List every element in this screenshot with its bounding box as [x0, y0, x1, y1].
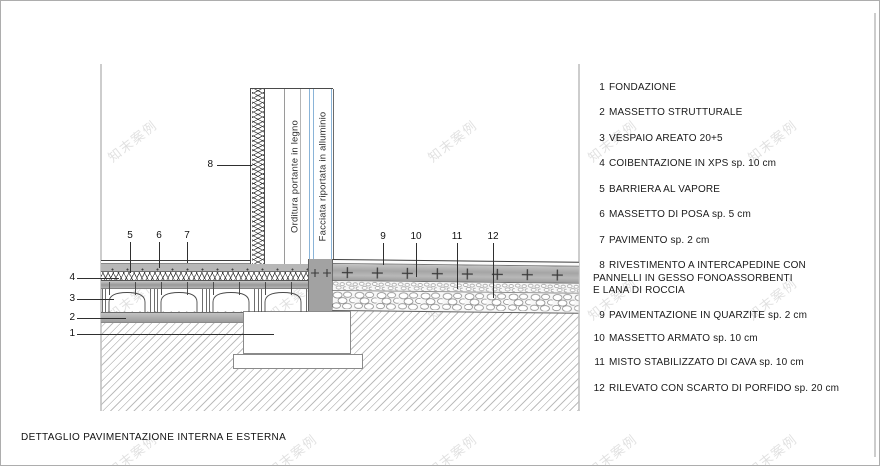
legend-item: 6 MASSETTO DI POSA sp. 5 cm	[591, 209, 873, 221]
callout-2-label: 2	[69, 312, 75, 323]
legend-item-label-continued: PANNELLI IN GESSO FONOASSORBENTI	[593, 273, 793, 284]
callout-8-label: 8	[207, 159, 213, 170]
layer-massetto-di-posa	[101, 264, 308, 272]
wall-facade-label: Facciata riportata in alluminio	[317, 111, 329, 242]
legend-item: 3 VESPAIO AREATO 20+5	[591, 133, 873, 145]
legend-item-number: 6	[599, 209, 605, 220]
callout-1-line	[77, 334, 274, 335]
legend-item-label: VESPAIO AREATO 20+5	[609, 133, 723, 144]
legend-item-number: 9	[599, 310, 605, 321]
callout-10-label: 10	[410, 231, 422, 242]
legend-item-number: 7	[599, 235, 605, 246]
legend-item-label: RILEVATO CON SCARTO DI PORFIDO sp. 20 cm	[609, 383, 840, 394]
legend-item-label: PAVIMENTAZIONE IN QUARZITE sp. 2 cm	[609, 310, 808, 321]
callout-3-line	[77, 299, 114, 300]
legend-item-label: MISTO STABILIZZATO DI CAVA sp. 10 cm	[609, 357, 804, 368]
watermark: 知末案例	[585, 431, 641, 466]
legend-item: 8 RIVESTIMENTO A INTERCAPEDINE CON	[591, 260, 873, 272]
legend-item: 2 MASSETTO STRUTTURALE	[591, 107, 873, 119]
legend-item-number: 3	[599, 133, 605, 144]
wall-exterior-edge-line	[333, 89, 335, 264]
facade-line-inner-1	[309, 89, 311, 264]
wall-framing-label: Orditura portante in legno	[289, 120, 301, 233]
callout-1-label: 1	[69, 328, 75, 339]
legend-item: 4 COIBENTAZIONE IN XPS sp. 10 cm	[591, 158, 873, 170]
layer-xps-insulation	[101, 272, 308, 281]
legend-item: 1 FONDAZIONE	[591, 82, 873, 94]
legend-item: 9 PAVIMENTAZIONE IN QUARZITE sp. 2 cm	[591, 310, 873, 322]
callout-11-line	[457, 243, 458, 289]
foundation-block	[243, 311, 351, 354]
legend-item-label: PAVIMENTO sp. 2 cm	[609, 235, 710, 246]
callout-6-line	[159, 242, 160, 268]
wall-section: Orditura portante in legno Facciata ripo…	[250, 88, 335, 264]
drawing-left-guide-line	[100, 64, 102, 411]
callout-4-line	[77, 278, 119, 279]
callout-9-label: 9	[380, 231, 386, 242]
layer-vespaio-domes	[101, 289, 308, 312]
legend-item-label: COIBENTAZIONE IN XPS sp. 10 cm	[609, 158, 777, 169]
watermark: 知末案例	[105, 117, 161, 166]
watermark: 知末案例	[425, 431, 481, 466]
legend-item-number: 10	[593, 333, 605, 344]
legend-item: 5 BARRIERA AL VAPORE	[591, 184, 873, 196]
callout-8-line	[217, 165, 252, 166]
legend-item: 12 RILEVATO CON SCARTO DI PORFIDO sp. 20…	[591, 383, 873, 395]
wall-sheathing-line	[300, 89, 301, 264]
legend-item: 10 MASSETTO ARMATO sp. 10 cm	[591, 333, 873, 345]
legend-item-label: MASSETTO STRUTTURALE	[609, 107, 743, 118]
legend-item-label: FONDAZIONE	[609, 82, 677, 93]
legend-item-label: MASSETTO ARMATO sp. 10 cm	[609, 333, 758, 344]
watermark: 知末案例	[745, 431, 801, 466]
legend-item: 11 MISTO STABILIZZATO DI CAVA sp. 10 cm	[591, 357, 873, 369]
callout-2-line	[77, 318, 126, 319]
wall-stud-line	[284, 89, 285, 264]
callout-9-line	[383, 243, 384, 265]
layer-massetto-armato	[332, 263, 579, 284]
facade-line-inner-2	[312, 89, 314, 264]
callout-6-label: 6	[156, 230, 162, 241]
layer-massetto-strutturale	[101, 312, 243, 323]
legend-item-label: MASSETTO DI POSA sp. 5 cm	[609, 209, 751, 220]
callout-4-label: 4	[69, 272, 75, 283]
wall-cavity-lining-hatch	[252, 89, 265, 264]
callout-10-line	[416, 243, 417, 277]
legend-item-number: 1	[599, 82, 605, 93]
callout-7-line	[187, 242, 188, 263]
legend-item-number: 11	[594, 357, 605, 368]
drawing-right-guide-line	[578, 64, 580, 411]
legend-item-number: 2	[599, 107, 605, 118]
legend-item-label: BARRIERA AL VAPORE	[609, 184, 721, 195]
callout-12-label: 12	[487, 231, 499, 242]
callout-5-label: 5	[127, 230, 133, 241]
legend-item-label: RIVESTIMENTO A INTERCAPEDINE CON	[609, 260, 806, 271]
facade-line-outer	[331, 89, 333, 264]
foundation-footing	[233, 354, 363, 369]
wall-core-strip	[308, 259, 333, 311]
drawing-title: DETTAGLIO PAVIMENTAZIONE INTERNA E ESTER…	[21, 432, 287, 443]
callout-11-label: 11	[451, 231, 463, 242]
callout-12-line	[493, 243, 494, 298]
callout-3-label: 3	[69, 293, 75, 304]
callout-7-label: 7	[184, 230, 190, 241]
callout-5-line	[130, 242, 131, 273]
legend-item-label-continued: E LANA DI ROCCIA	[593, 285, 685, 296]
layer-misto-stabilizzato	[332, 280, 579, 294]
layer-pavimento	[101, 260, 308, 264]
legend-item: 7 PAVIMENTO sp. 2 cm	[591, 235, 873, 247]
exterior-floor-stack	[332, 259, 579, 314]
legend-item-number: 12	[593, 383, 605, 394]
legend-item-number: 4	[599, 158, 605, 169]
legend-right-guide-line	[874, 13, 876, 457]
watermark: 知末案例	[425, 117, 481, 166]
legend-item-number: 5	[599, 184, 605, 195]
legend-item-number: 8	[599, 260, 605, 271]
layer-rilevato-porfido	[332, 290, 579, 314]
